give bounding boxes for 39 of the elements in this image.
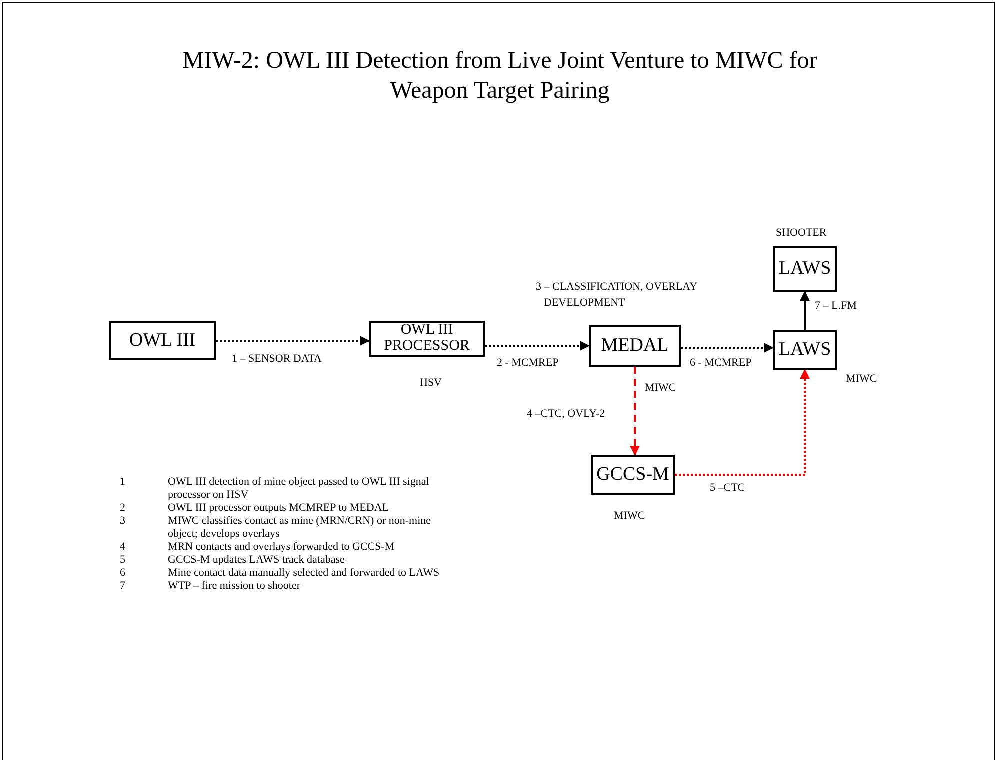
- arrow: [216, 336, 370, 346]
- step-number: 6: [120, 567, 126, 580]
- edge-label: 5 –CTC: [710, 481, 746, 496]
- system-box: OWL III: [109, 321, 216, 360]
- edge-label: 4 –CTC, OVLY-2: [527, 407, 606, 422]
- edge-label: 6 - MCMREP: [690, 356, 752, 371]
- step-description: MRN contacts and overlays forwarded to GCCS-M: [168, 541, 396, 554]
- node-caption: 3 – CLASSIFICATION, OVERLAY DEVELOPMENT: [536, 280, 698, 311]
- step-description: Mine contact data manually selected and forwarded to LAWS: [168, 567, 441, 580]
- arrow: [630, 367, 640, 456]
- arrow: [485, 341, 590, 351]
- system-box: OWL III PROCESSOR: [369, 321, 485, 357]
- edge-label: 7 – L.FM: [815, 299, 857, 314]
- diagram-title: MIW-2: OWL III Detection from Live Joint Venture to MIWC for Weapon Target Pairing: [182, 47, 818, 106]
- node-caption: HSV: [420, 376, 442, 391]
- arrow: [675, 369, 810, 476]
- step-description: WTP – fire mission to shooter: [168, 580, 302, 593]
- step-number: 3: [120, 515, 126, 529]
- edge-label: 1 – SENSOR DATA: [232, 352, 322, 367]
- edge-label: 2 - MCMREP: [497, 356, 559, 371]
- step-description: GCCS-M updates LAWS track database: [168, 554, 346, 567]
- node-caption: MIWC: [846, 372, 878, 387]
- system-box: LAWS: [773, 246, 837, 292]
- step-number: 2: [120, 502, 126, 515]
- step-number: 7: [120, 580, 126, 593]
- step-description: MIWC classifies contact as mine (MRN/CRN) or non-mine object; develops overlays: [168, 515, 432, 541]
- arrow: [681, 343, 774, 353]
- system-box: LAWS: [773, 330, 837, 370]
- step-number: 5: [120, 554, 126, 567]
- system-box: GCCS-M: [591, 455, 675, 495]
- system-box: MEDAL: [589, 325, 681, 367]
- node-caption: MIWC: [614, 509, 646, 524]
- step-description: OWL III detection of mine object passed to OWL III signal processor on HSV: [168, 476, 430, 502]
- arrow: [800, 291, 810, 330]
- node-caption: MIWC: [645, 381, 676, 396]
- step-number: 1: [120, 476, 126, 490]
- step-number: 4: [120, 541, 126, 554]
- node-caption: SHOOTER: [776, 226, 827, 241]
- step-description: OWL III processor outputs MCMREP to MEDAL: [168, 502, 390, 515]
